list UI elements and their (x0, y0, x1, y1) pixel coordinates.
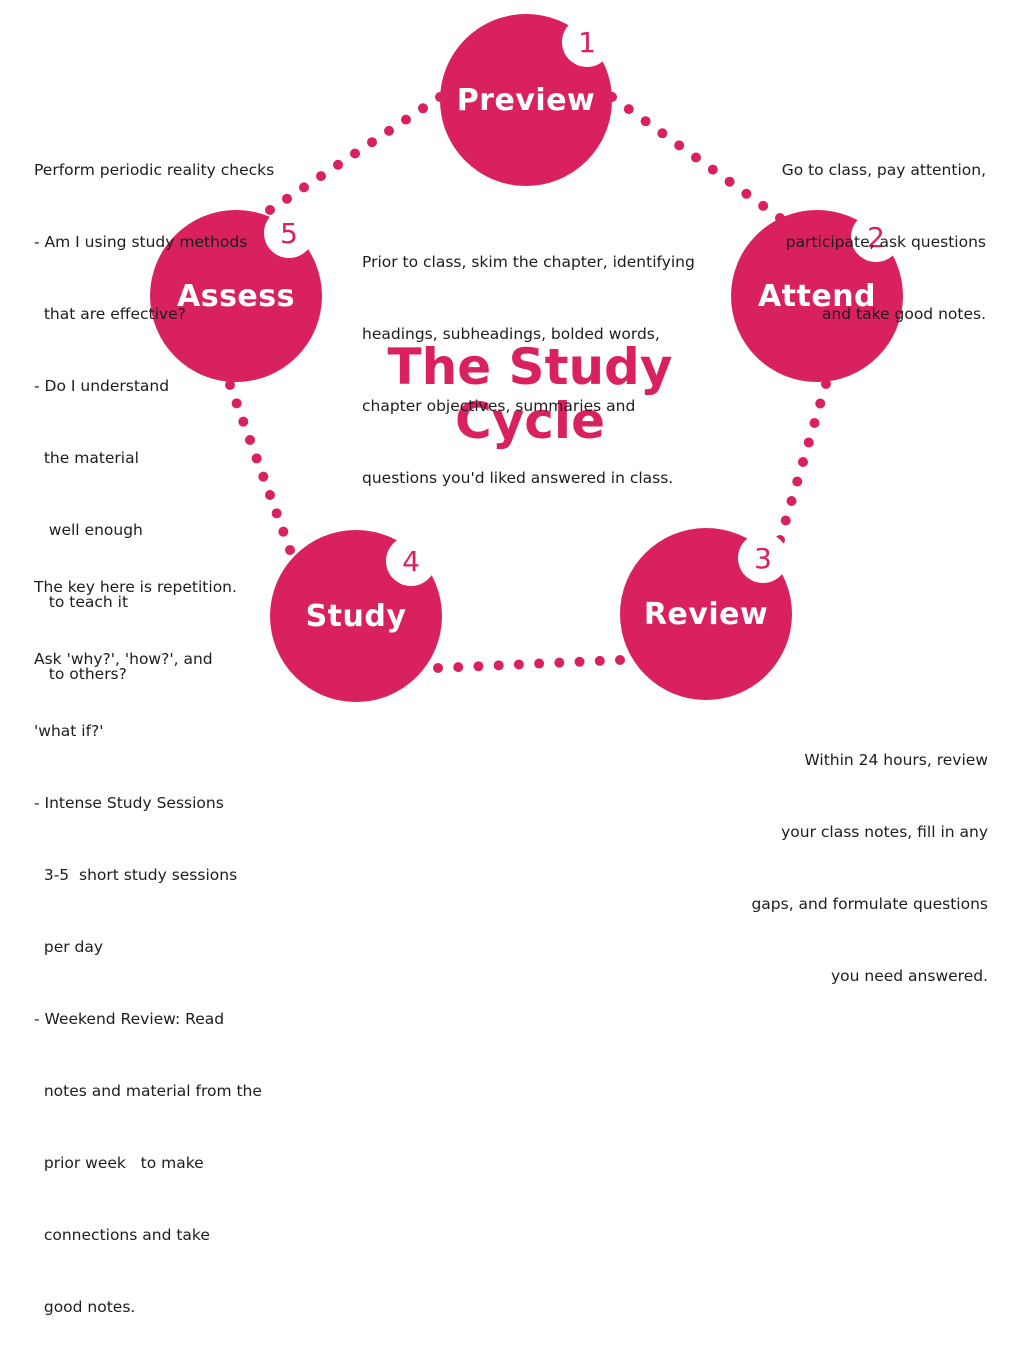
step-review-label: Review (643, 596, 769, 632)
cycle-dot (401, 114, 411, 125)
cycle-dot (741, 188, 752, 199)
step-preview-label: Preview (456, 82, 596, 118)
attend-desc-line: participate, ask questions (785, 233, 986, 251)
cycle-dot (640, 116, 651, 127)
cycle-dot (780, 515, 791, 526)
cycle-dot (786, 496, 797, 506)
cycle-dot (674, 140, 685, 151)
study-desc-line: The key here is repetition. (34, 578, 237, 596)
step-review-number-badge: 3 (738, 533, 788, 583)
attend-description: Go to class, pay attention, participate,… (782, 110, 986, 374)
title-line-1: The Study (387, 338, 673, 396)
step-attend-number-badge: 2 (851, 212, 901, 262)
cycle-dot (574, 656, 585, 667)
cycle-dot (657, 128, 668, 139)
cycle-dot (271, 508, 282, 519)
step-attend-label: Attend (757, 278, 877, 314)
cycle-dot (534, 658, 545, 669)
assess-desc-line: - Do I understand (34, 377, 170, 395)
cycle-dot (433, 663, 443, 673)
review-desc-line: you need answered. (830, 967, 988, 985)
cycle-dot (615, 655, 625, 665)
cycle-dot (493, 660, 504, 671)
step-study-label: Study (305, 598, 407, 634)
attend-desc-line: Go to class, pay attention, (781, 161, 986, 179)
assess-description: Perform periodic reality checks - Am I u… (34, 110, 274, 734)
cycle-dot (258, 471, 269, 482)
preview-desc-line: questions you'd liked answered in class. (362, 469, 674, 487)
review-desc-line: gaps, and formulate questions (751, 895, 988, 913)
study-desc-line: per day (34, 938, 104, 956)
cycle-dot (384, 125, 394, 136)
preview-desc-line: chapter objectives, summaries and (362, 397, 636, 415)
diagram-title: The Study Cycle (360, 340, 700, 448)
study-desc-line: Ask 'why?', 'how?', and (34, 650, 213, 668)
study-desc-line: prior week to make (34, 1154, 204, 1172)
assess-desc-line: to teach it (34, 593, 129, 611)
cycle-dot (803, 437, 814, 448)
preview-desc-line: Prior to class, skim the chapter, identi… (362, 253, 695, 271)
assess-desc-line: to others? (34, 665, 127, 683)
cycle-dot (278, 526, 289, 537)
study-desc-line: 3-5 short study sessions (34, 866, 238, 884)
study-desc-line: - Weekend Review: Read (34, 1010, 225, 1028)
cycle-dot (299, 182, 309, 193)
cycle-dot (707, 164, 718, 175)
cycle-dot (554, 657, 565, 668)
cycle-dot (282, 193, 292, 204)
study-desc-line: good notes. (34, 1298, 136, 1316)
assess-desc-line: Perform periodic reality checks (34, 161, 275, 179)
cycle-dot (691, 152, 701, 163)
cycle-dot (798, 457, 808, 467)
step-study-number-badge: 4 (386, 536, 436, 586)
cycle-dot (238, 416, 249, 427)
cycle-dotted-path (225, 92, 831, 673)
cycle-dot (758, 200, 769, 211)
cycle-dot (473, 661, 484, 672)
preview-desc-line: headings, subheadings, bolded words, (362, 325, 660, 343)
step-assess-number-badge: 5 (264, 208, 314, 258)
cycle-dot (724, 176, 735, 187)
cycle-dot (594, 655, 605, 666)
cycle-dot (265, 490, 275, 500)
assess-desc-line: - Am I using study methods (34, 233, 248, 251)
cycle-dot (245, 435, 255, 445)
cycle-dot (231, 398, 242, 409)
cycle-dot (251, 453, 262, 464)
title-line-2: Cycle (455, 392, 605, 450)
review-desc-line: Within 24 hours, review (804, 751, 988, 769)
cycle-dot (367, 137, 377, 148)
step-assess-label: Assess (177, 278, 295, 314)
cycle-dot (418, 103, 428, 114)
cycle-dot (815, 398, 826, 409)
study-desc-line: 'what if?' (34, 722, 104, 740)
cycle-dot (225, 380, 235, 390)
cycle-dot (809, 418, 820, 428)
cycle-dot (453, 662, 464, 673)
cycle-dot (350, 148, 360, 159)
preview-description: Prior to class, skim the chapter, identi… (362, 202, 695, 538)
review-description: Within 24 hours, review your class notes… (751, 700, 988, 1036)
review-desc-line: your class notes, fill in any (781, 823, 988, 841)
study-desc-line: connections and take (34, 1226, 210, 1244)
cycle-dot (513, 659, 524, 670)
attend-desc-line: and take good notes. (821, 305, 986, 323)
assess-desc-line: that are effective? (34, 305, 186, 323)
assess-desc-line: the material (34, 449, 139, 467)
step-preview-number-badge: 1 (562, 17, 612, 67)
cycle-dot (623, 104, 634, 115)
cycle-dot (285, 545, 295, 555)
study-cycle-diagram: Preview 1 Attend 2 Review 3 Study 4 Asse… (34, 14, 988, 1316)
study-desc-line: - Intense Study Sessions (34, 794, 224, 812)
cycle-dot (316, 171, 326, 182)
study-desc-line: notes and material from the (34, 1082, 262, 1100)
assess-desc-line: well enough (34, 521, 143, 539)
cycle-dot (333, 159, 343, 170)
cycle-dot (792, 476, 803, 487)
